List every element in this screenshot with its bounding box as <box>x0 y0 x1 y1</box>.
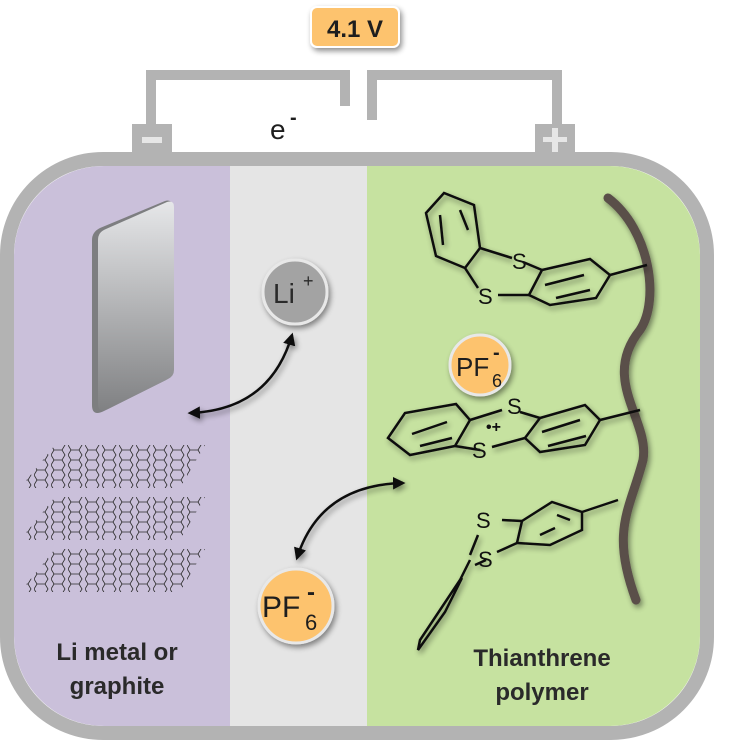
anode-label-line1: Li metal or <box>56 639 177 666</box>
minus-icon <box>142 137 162 143</box>
cathode-region <box>367 166 700 726</box>
circuit-wires <box>146 70 562 140</box>
middle-sulfur-2: S <box>472 438 487 463</box>
electron-symbol: e <box>270 114 286 145</box>
anode-label-line2: graphite <box>70 673 165 700</box>
pf6-upper-symbol: PF <box>456 352 489 382</box>
voltage-label: 4.1 V <box>327 16 383 43</box>
thianthrene-top <box>424 191 648 307</box>
anion-transport-arrow <box>294 476 406 561</box>
li-metal-plate <box>92 200 174 413</box>
lithium-ion-symbol: Li <box>273 278 295 309</box>
bottom-sulfur-1: S <box>476 508 491 533</box>
polymer-backbone <box>603 193 655 605</box>
bottom-sulfur-2: S <box>478 547 493 572</box>
plus-icon <box>543 128 567 152</box>
lithium-ion-charge: + <box>303 271 314 291</box>
pf6-upper-subscript: 6 <box>492 371 502 391</box>
pf6-ion-upper <box>448 333 512 397</box>
lithium-transport-arrow <box>187 332 296 419</box>
cathode-label-line2: polymer <box>495 679 588 706</box>
battery-casing <box>0 152 714 740</box>
top-sulfur-2: S <box>478 284 493 309</box>
cathode-label-line1: Thianthrene <box>473 645 610 672</box>
pf6-ion-lower <box>257 567 335 645</box>
pf6-lower-symbol: PF <box>262 591 300 624</box>
thianthrene-bottom <box>416 498 619 651</box>
voltage-badge <box>310 6 400 48</box>
lithium-ion <box>261 258 329 326</box>
radical-cation-label: •+ <box>486 419 501 436</box>
pf6-lower-charge: - <box>307 579 315 606</box>
middle-sulfur-1: S <box>507 394 522 419</box>
pf6-upper-charge: - <box>493 342 500 364</box>
top-sulfur-1: S <box>512 249 527 274</box>
pf6-lower-subscript: 6 <box>305 610 317 635</box>
thianthrene-middle <box>386 402 641 457</box>
electron-charge: - <box>290 107 297 129</box>
graphite-layers <box>20 445 205 592</box>
